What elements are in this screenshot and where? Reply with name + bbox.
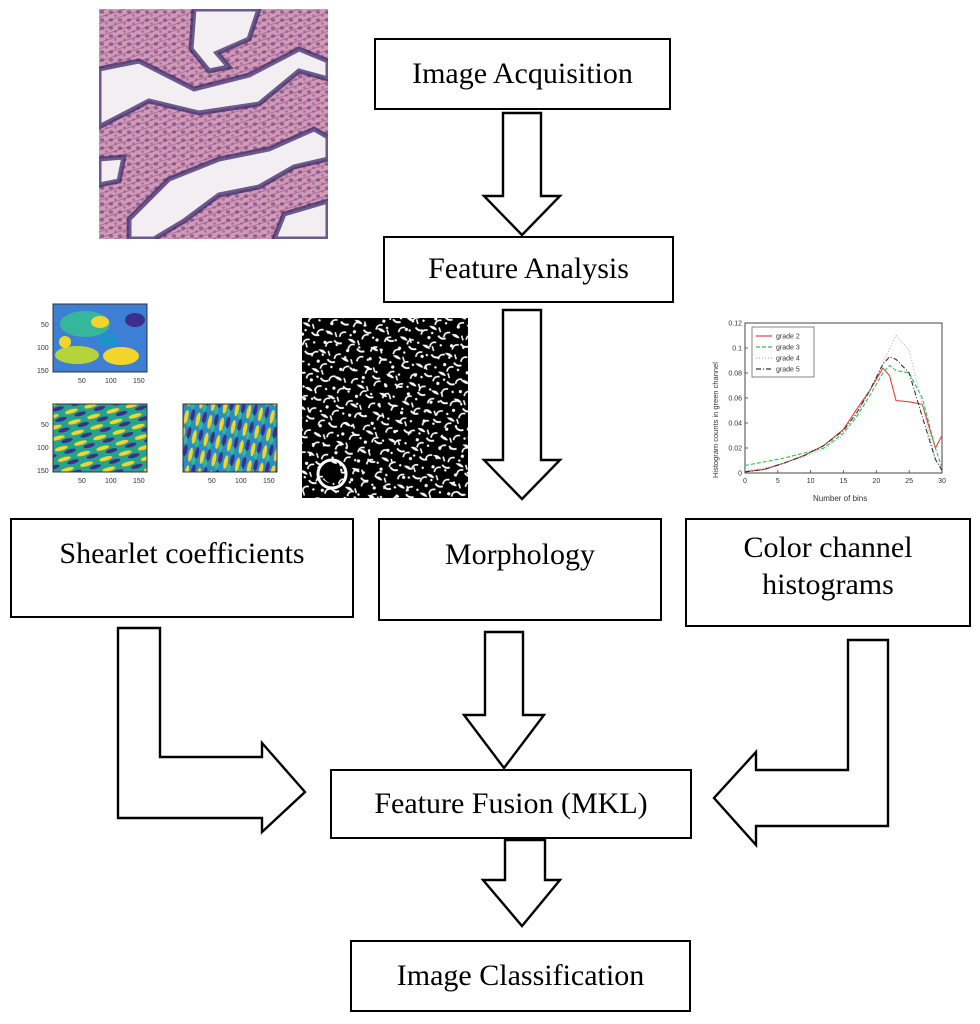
x-tick-label: 5 (776, 478, 780, 485)
y-tick-label: 0.12 (728, 321, 742, 328)
tick-x-100: 100 (105, 478, 117, 485)
shearlet-plots: 50 100 150 50 100 150 50 100 150 50 100 … (20, 300, 290, 490)
y-tick-label: 0 (738, 471, 742, 478)
feature-analysis-box: Feature Analysis (383, 236, 674, 303)
x-tick-label: 25 (905, 478, 913, 485)
legend-entry: grade 3 (776, 345, 800, 352)
y-tick-label: 0.08 (728, 371, 742, 378)
chart-y-axis-label: Histogram counts in green channel (711, 362, 720, 478)
arrow-analysis-to-morphology (481, 308, 563, 501)
legend-entry: grade 5 (776, 367, 800, 374)
arrow-fusion-to-classification (480, 838, 563, 928)
arrow-acquisition-to-analysis (481, 111, 563, 237)
feature-fusion-box: Feature Fusion (MKL) (330, 769, 692, 839)
tick-x-100: 100 (105, 378, 117, 385)
tick-x-50: 50 (78, 478, 86, 485)
tick-x-150: 150 (133, 378, 145, 385)
morphology-mask-image (302, 318, 468, 498)
tick-y-100: 100 (37, 445, 49, 452)
image-classification-label: Image Classification (396, 958, 645, 992)
feature-fusion-label: Feature Fusion (MKL) (374, 786, 648, 820)
tick-x-50: 50 (78, 378, 86, 385)
y-tick-label: 0.04 (728, 421, 742, 428)
legend-entry: grade 2 (776, 334, 800, 341)
gland-lumens (99, 9, 328, 239)
y-tick-label: 0.1 (732, 346, 742, 353)
x-tick-label: 10 (807, 478, 815, 485)
y-tick-label: 0.02 (728, 446, 742, 453)
tick-x-100: 100 (235, 478, 247, 485)
histogram-line-chart: 0 0.02 0.04 0.06 0.08 0.1 0.12 0 5 10 15 20 25 30 His… (711, 321, 946, 504)
tick-y-150: 150 (37, 368, 49, 375)
shearlet-coefficients-label: Shearlet coefficients (59, 536, 305, 570)
color-channel-histograms-label: Color channel histograms (743, 530, 913, 601)
tick-y-50: 50 (41, 422, 49, 429)
shearlet-plot-1: 50 100 150 50 100 150 (37, 303, 148, 385)
color-channel-histograms-box: Color channel histograms (685, 518, 971, 627)
tick-x-50: 50 (208, 478, 216, 485)
histology-image (99, 9, 328, 239)
chart-legend: grade 2 grade 3 grade 4 grade 5 (751, 326, 815, 378)
x-tick-label: 15 (840, 478, 848, 485)
tick-x-150: 150 (263, 478, 275, 485)
shearlet-plot-2: 50 100 150 50 100 150 (37, 403, 148, 485)
morphology-box: Morphology (378, 518, 662, 621)
morphology-label: Morphology (445, 538, 595, 572)
image-classification-box: Image Classification (350, 940, 691, 1012)
image-acquisition-box: Image Acquisition (374, 38, 671, 110)
shearlet-plot-3: 50 100 150 (182, 403, 278, 485)
x-tick-label: 0 (743, 478, 747, 485)
gland-ring (316, 458, 348, 490)
tick-y-100: 100 (37, 345, 49, 352)
shearlet-coefficients-box: Shearlet coefficients (10, 518, 354, 618)
y-tick-label: 0.06 (728, 396, 742, 403)
series-line-grade-3 (744, 364, 943, 469)
arrow-shearlet-to-fusion (116, 626, 307, 835)
series-line-grade-5 (744, 356, 943, 473)
legend-entry: grade 4 (776, 356, 800, 363)
x-tick-label: 30 (938, 478, 946, 485)
feature-analysis-label: Feature Analysis (428, 252, 629, 286)
arrow-morphology-to-fusion (461, 630, 547, 770)
tick-y-150: 150 (37, 468, 49, 475)
tick-x-150: 150 (133, 478, 145, 485)
image-acquisition-label: Image Acquisition (412, 56, 633, 90)
arrow-colorhist-to-fusion (712, 638, 890, 849)
chart-x-axis-label: Number of bins (813, 494, 867, 503)
x-tick-label: 20 (872, 478, 880, 485)
tick-y-50: 50 (41, 322, 49, 329)
